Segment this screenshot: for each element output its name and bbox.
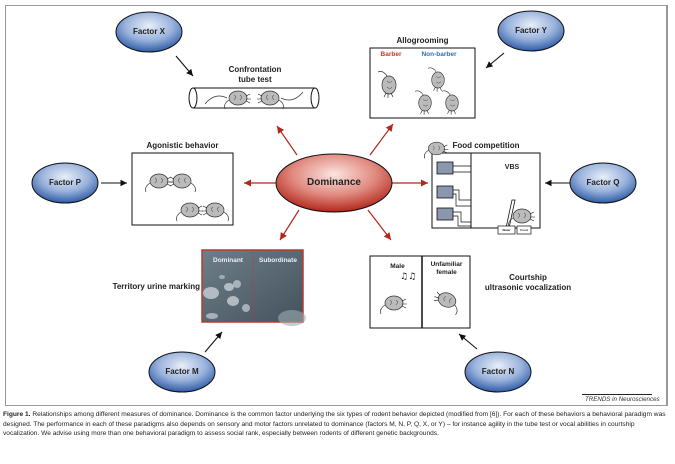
caption-text: Relationships among different measures o… [3, 411, 666, 438]
tube-test-title: Confrontation tube test [228, 65, 282, 84]
courtship-box: ♫♫ [369, 255, 471, 329]
barber-label: Barber [380, 51, 402, 58]
food-competition-box [424, 141, 541, 235]
tube-test-illustration [188, 87, 320, 110]
food-box-label: Food [520, 228, 528, 232]
factor-x-node [115, 11, 183, 53]
factor-m-node [148, 351, 216, 393]
credit-rule [582, 394, 652, 395]
diagram-canvas: ♫♫ [31, 10, 637, 393]
agonistic-title: Agonistic behavior [146, 141, 219, 150]
arrow-factor-m [204, 331, 223, 353]
water-box-label: Water [502, 228, 511, 232]
figure-caption: Figure 1. Relationships among different … [3, 410, 671, 439]
factor-y-label: Factor Y [515, 26, 547, 35]
arrow-factor-n [458, 333, 478, 350]
arrow-to-urine [279, 209, 300, 241]
food-competition-title: Food competition [452, 141, 520, 150]
factor-n-node [464, 351, 532, 393]
journal-credit: TRENDS in Neurosciences [585, 396, 660, 403]
subordinate-label: Subordinate [259, 257, 297, 264]
figure-label: Figure 1. [3, 411, 31, 418]
arrow-factor-y [485, 52, 505, 69]
factor-x-label: Factor X [132, 27, 165, 36]
factor-arrows [101, 52, 570, 353]
factor-y-node [497, 10, 565, 52]
courtship-title: Courtship ultrasonic vocalization [484, 273, 572, 292]
arrow-to-courtship [367, 209, 392, 241]
unfamiliar-female-label: Unfamiliar female [430, 261, 463, 276]
dominance-node [275, 153, 393, 213]
factor-p-node [31, 162, 99, 204]
allogrooming-title: Allogrooming [396, 36, 449, 45]
arrow-to-allogrooming [369, 123, 394, 156]
urine-marking-box [201, 249, 306, 326]
factor-q-node [569, 162, 637, 204]
factor-q-label: Factor Q [586, 178, 620, 187]
factor-p-label: Factor P [48, 178, 81, 187]
non-barber-label: Non-barber [421, 51, 457, 58]
dominance-arrows [244, 123, 428, 241]
arrow-factor-x [175, 55, 194, 77]
factor-n-label: Factor N [481, 367, 515, 376]
arrow-to-tube-test [276, 125, 298, 156]
allogrooming-box [369, 47, 476, 119]
dominance-label: Dominance [307, 177, 361, 188]
svg-text:♫♫: ♫♫ [400, 272, 416, 282]
factor-m-label: Factor M [165, 367, 199, 376]
male-label: Male [390, 263, 405, 270]
urine-marking-title: Territory urine marking [112, 282, 200, 291]
dominant-label: Dominant [213, 257, 243, 264]
agonistic-box [131, 152, 234, 226]
vbs-label: VBS [504, 164, 520, 171]
